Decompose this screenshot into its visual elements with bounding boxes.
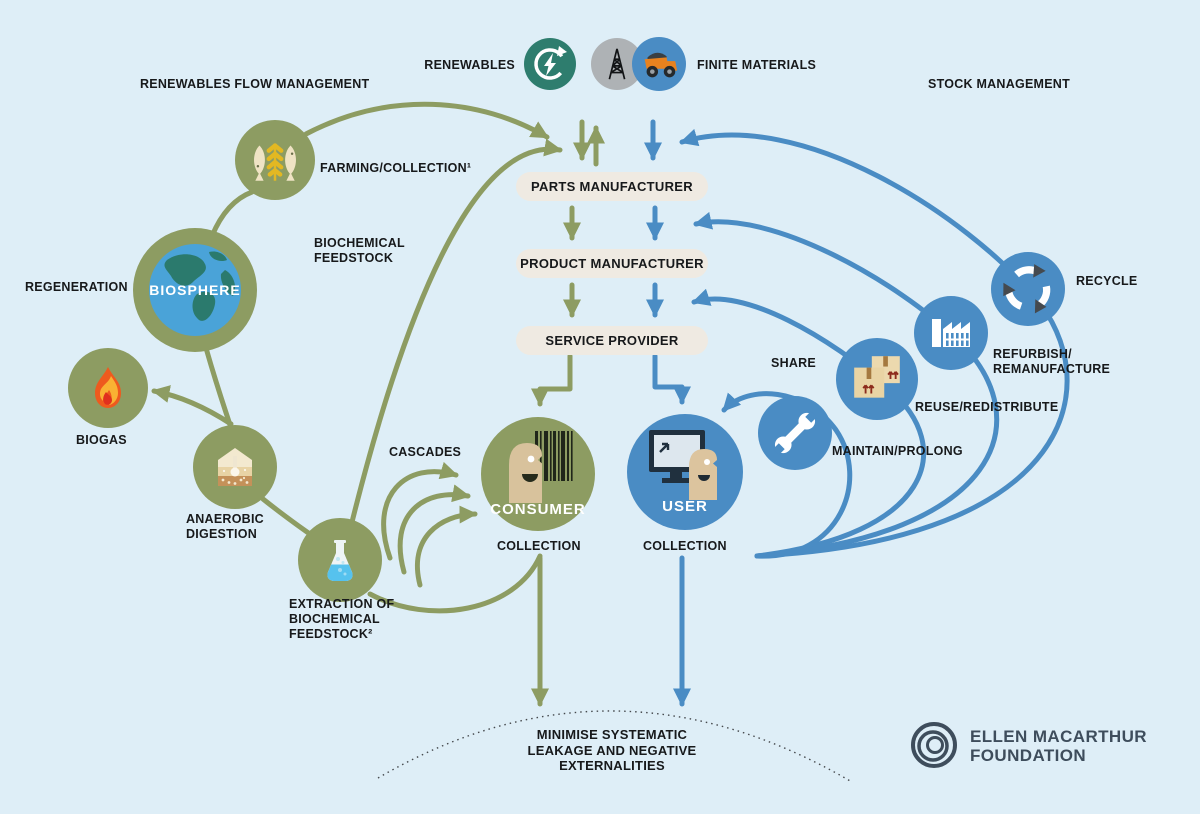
- recycle-label: RECYCLE: [1076, 274, 1138, 288]
- anaerobic-digestion-label: ANAEROBIC DIGESTION: [186, 512, 264, 541]
- minimise-leakage-label: MINIMISE SYSTEMATIC LEAKAGE AND NEGATIVE…: [527, 727, 697, 774]
- product-manufacturer-box: PRODUCT MANUFACTURER: [516, 249, 708, 278]
- ellen-macarthur-logo-text: ELLEN MACARTHUR FOUNDATION: [970, 727, 1147, 766]
- farming-collection-label: FARMING/COLLECTION¹: [320, 161, 472, 175]
- parts-manufacturer-box: PARTS MANUFACTURER: [516, 172, 708, 201]
- digester-icon: [218, 448, 252, 486]
- renewables-node: [524, 38, 576, 90]
- regeneration-label: REGENERATION: [25, 280, 128, 294]
- reuse-boxes-node: [836, 338, 918, 420]
- collection-right-label: COLLECTION: [643, 539, 727, 553]
- farming-collection-node: [235, 120, 315, 200]
- recycle-node: [991, 252, 1065, 326]
- biosphere-label: BIOSPHERE: [149, 282, 241, 298]
- service-provider-label: SERVICE PROVIDER: [545, 333, 679, 348]
- refurbish-factory-node: [914, 296, 988, 370]
- stock-management-label: STOCK MANAGEMENT: [928, 77, 1070, 91]
- recycle-icon: [1003, 264, 1051, 314]
- maintain-prolong-loop: [721, 391, 853, 559]
- share-label: SHARE: [771, 356, 817, 370]
- factory-icon: [932, 319, 970, 347]
- renewable-energy-icon: [534, 46, 567, 80]
- service-to-user-arrow: [652, 353, 691, 405]
- biogas-node: [68, 348, 148, 428]
- consumer-to-extraction-arc: [367, 553, 543, 614]
- cascade-arc-2: [397, 484, 471, 575]
- wrench-icon: [772, 410, 818, 456]
- mining-truck-icon: [644, 52, 678, 78]
- user-label: USER: [662, 498, 708, 515]
- extraction-feedstock-node: [298, 518, 382, 602]
- globe-icon: [149, 244, 241, 336]
- service-provider-box: SERVICE PROVIDER: [516, 326, 708, 355]
- biochemical-feedstock-label: BIOCHEMICAL FEEDSTOCK: [314, 236, 405, 265]
- boxes-icon: [854, 356, 900, 398]
- cascades-label: CASCADES: [389, 445, 462, 459]
- flame-icon: [95, 367, 121, 408]
- product-manufacturer-label: PRODUCT MANUFACTURER: [520, 256, 704, 271]
- cascade-arc-3: [414, 505, 478, 588]
- flask-icon: [327, 540, 353, 581]
- farming-to-manufacturing-arc: [303, 101, 550, 140]
- biosphere-to-farming-link: [209, 189, 255, 239]
- renewables-label: RENEWABLES: [424, 58, 515, 72]
- consumer-label: CONSUMER: [490, 501, 586, 518]
- ellen-macarthur-logo-icon: [911, 722, 957, 768]
- user-monitor-head-icon: [649, 430, 717, 500]
- maintain-prolong-label: MAINTAIN/PROLONG: [832, 444, 963, 458]
- anaerobic-digestion-node: [193, 425, 277, 509]
- anaerobic-to-biogas-arrow: [151, 385, 234, 427]
- user-node: USER: [627, 414, 743, 530]
- anaerobic-to-extraction-link: [260, 496, 317, 540]
- extraction-feedstock-label: EXTRACTION OF BIOCHEMICAL FEEDSTOCK²: [289, 597, 395, 641]
- cascade-arc-1: [381, 461, 459, 561]
- finite-materials-label: FINITE MATERIALS: [697, 58, 817, 72]
- consumer-barcode-head-icon: [509, 431, 573, 503]
- service-to-consumer-arrow: [530, 353, 573, 407]
- consumer-node: CONSUMER: [481, 417, 595, 531]
- collection-left-label: COLLECTION: [497, 539, 581, 553]
- biogas-label: BIOGAS: [76, 433, 127, 447]
- biochemical-feedstock-arc: [349, 138, 563, 525]
- farming-fish-wheat-icon: [254, 143, 296, 181]
- refurbish-remanufacture-label: REFURBISH/ REMANUFACTURE: [993, 347, 1111, 376]
- biosphere-node: BIOSPHERE: [133, 228, 257, 352]
- share-wrench-node: [758, 396, 832, 470]
- renewables-flow-management-label: RENEWABLES FLOW MANAGEMENT: [140, 77, 370, 91]
- reuse-redistribute-label: REUSE/REDISTRIBUTE: [915, 400, 1059, 414]
- mining-truck-node: [632, 37, 686, 91]
- oil-derrick-icon: [608, 48, 626, 80]
- parts-manufacturer-label: PARTS MANUFACTURER: [531, 179, 693, 194]
- leakage-dotted-arc: [377, 710, 853, 783]
